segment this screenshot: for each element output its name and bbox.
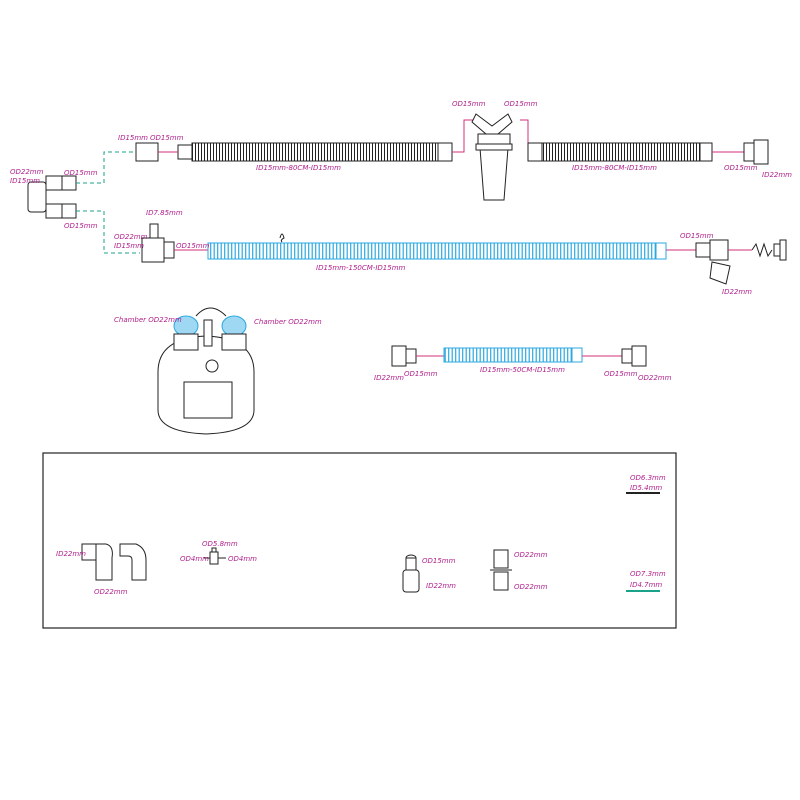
upper-left-tube <box>191 142 439 162</box>
upper-right-connector <box>743 139 769 165</box>
heated-right-od15-label: OD15mm <box>680 232 714 240</box>
upper-id15-label: ID15mm <box>118 134 148 142</box>
trap-right-label: OD15mm <box>504 100 538 108</box>
coupler-od22-bot-label: OD22mm <box>514 583 548 591</box>
swatch1-bot-label: ID5.4mm <box>630 484 662 492</box>
oxygen-nipple <box>204 547 226 565</box>
elbow-id22-label: ID22mm <box>56 550 86 558</box>
heated-right-connector <box>695 239 731 285</box>
short-od15-r-label: OD15mm <box>604 370 638 378</box>
reducer-adapter <box>402 554 420 593</box>
trap-left-label: OD15mm <box>452 100 486 108</box>
upper-right-id22-label: ID22mm <box>762 171 792 179</box>
y-left-top-label: OD22mm <box>10 168 44 176</box>
straight-coupler <box>490 549 512 591</box>
chamber-left-label: Chamber OD22mm <box>114 316 182 324</box>
heated-tube <box>207 242 657 260</box>
heated-tube-label: ID15mm-150CM-ID15mm <box>316 264 406 272</box>
elbow-od22-label: OD22mm <box>94 588 128 596</box>
upper-right-od15-label: OD15mm <box>724 164 758 172</box>
heater-wire-icon <box>279 233 285 243</box>
upper-od15-label: OD15mm <box>150 134 184 142</box>
coupler-od22-top-label: OD22mm <box>514 551 548 559</box>
temp-port-label: ID7.85mm <box>146 209 183 217</box>
temperature-probe-port <box>141 223 175 263</box>
adapter-id22-label: ID22mm <box>426 582 456 590</box>
adapter-od15-label: OD15mm <box>422 557 456 565</box>
upper-right-cuff <box>527 142 543 162</box>
nipple-right-label: OD4mm <box>228 555 257 563</box>
short-id22-label: ID22mm <box>374 374 404 382</box>
heated-od22-label: OD22mm <box>114 233 148 241</box>
short-od22-r-label: OD22mm <box>638 374 672 382</box>
dashed-link-lower <box>76 210 140 254</box>
short-od15-label: OD15mm <box>404 370 438 378</box>
short-tube-label: ID15mm-50CM-ID15mm <box>480 366 565 374</box>
heated-od15-label: OD15mm <box>176 242 210 250</box>
swatch2-bot-label: ID4.7mm <box>630 581 662 589</box>
humidifier-chamber <box>157 307 255 435</box>
nipple-left-label: OD4mm <box>180 555 209 563</box>
elbow-right <box>119 543 147 581</box>
upper-tube-label: ID15mm-80CM-ID15mm <box>256 164 341 172</box>
nipple-top-label: OD5.8mm <box>202 540 238 548</box>
accessories-box <box>42 452 677 629</box>
y-left-bot-label: ID15mm <box>10 177 40 185</box>
upper-right-tube-label: ID15mm-80CM-ID15mm <box>572 164 657 172</box>
temp-sensor-plug-icon <box>751 242 773 258</box>
upper-right-tube <box>541 142 701 162</box>
elbow-left <box>81 543 113 581</box>
y-bot-od-label: OD15mm <box>64 222 98 230</box>
short-tube-assembly <box>391 345 647 367</box>
swatch2-top-label: OD7.3mm <box>630 570 666 578</box>
swatch1-top-label: OD6.3mm <box>630 474 666 482</box>
heated-right-id22-label: ID22mm <box>722 288 752 296</box>
dashed-link-upper <box>76 151 135 184</box>
y-top-od-label: OD15mm <box>64 169 98 177</box>
chamber-right-label: Chamber OD22mm <box>254 318 322 326</box>
heated-id15-label: ID15mm <box>114 242 144 250</box>
upper-left-cuff <box>437 142 453 162</box>
water-trap <box>471 113 513 201</box>
